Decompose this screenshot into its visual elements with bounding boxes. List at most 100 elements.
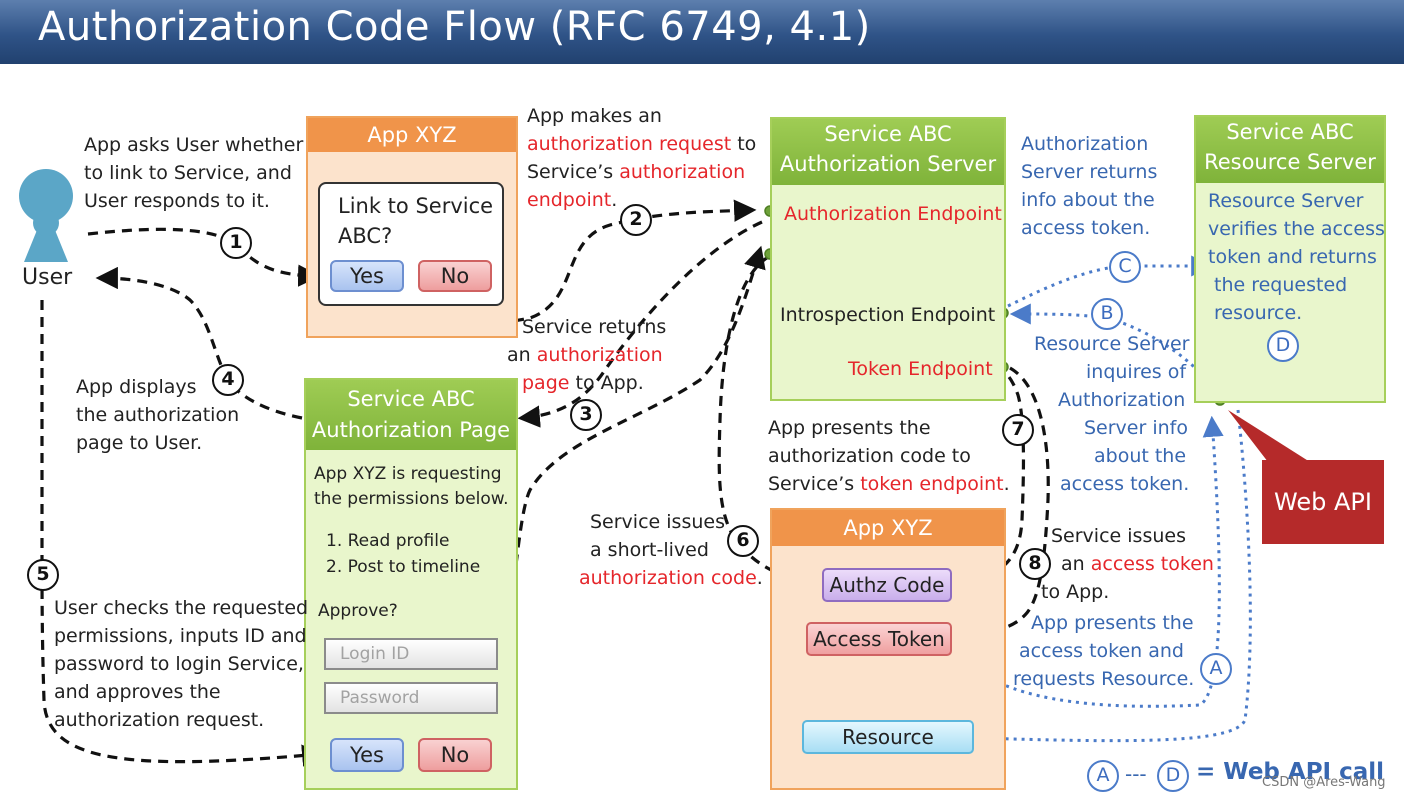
step5-text-5: authorization request. xyxy=(54,709,265,731)
auth-page-request-1: App XYZ is requesting xyxy=(314,464,502,484)
step-5-badge: 5 xyxy=(27,559,59,591)
arrow-step-1 xyxy=(87,227,321,287)
legend-text: = Web API call xyxy=(1196,759,1385,785)
arrow-step-a xyxy=(958,415,1224,708)
page-title: Authorization Code Flow (RFC 6749, 4.1) xyxy=(38,4,871,50)
authorization-page-header: Service ABC Authorization Page xyxy=(306,380,516,450)
legend-d-badge: D xyxy=(1157,760,1189,792)
step6-text-3: authorization code. xyxy=(579,564,763,592)
resource-item: Resource xyxy=(802,720,974,754)
user-icon xyxy=(19,169,73,262)
c-note-1: Authorization xyxy=(1021,133,1149,155)
step3-text-1: Service returns xyxy=(522,316,667,338)
authz-code-item: Authz Code xyxy=(822,568,952,602)
authorization-server-header-2: Authorization Server xyxy=(779,152,997,176)
title-bar: Authorization Code Flow (RFC 6749, 4.1) xyxy=(0,0,1404,64)
step-4-badge: 4 xyxy=(212,364,244,396)
step2-text-4-red: endpoint xyxy=(527,189,612,211)
arrow-step-5 xyxy=(40,300,325,767)
c-note-2: Server returns xyxy=(1021,161,1158,183)
step-b-badge: B xyxy=(1091,298,1123,330)
step2-text-1: App makes an xyxy=(527,105,662,127)
b-note-3: Authorization xyxy=(1058,389,1186,411)
step3-text-3: page to App. xyxy=(522,369,644,397)
app-xyz-panel: App XYZ Authz Code Access Token Resource xyxy=(770,508,1006,790)
link-question-2: ABC? xyxy=(338,224,393,248)
step2-text-3: Service’s authorization xyxy=(527,158,745,186)
step-3-badge: 3 xyxy=(570,399,602,431)
b-note-4: Server info xyxy=(1084,417,1188,439)
step8-text-1: Service issues xyxy=(1051,525,1186,547)
step8-text-2-black: an xyxy=(1061,553,1091,575)
watermark: CSDN @Ares-Wang xyxy=(1262,775,1386,790)
step-d-badge: D xyxy=(1267,330,1299,362)
a-note-3: requests Resource. xyxy=(1013,668,1195,690)
step6-text-3-red: authorization code xyxy=(579,567,757,589)
b-note-6: access token. xyxy=(1060,473,1190,495)
step2-text-3-black: Service’s xyxy=(527,161,620,183)
authorization-page-panel: Service ABC Authorization Page App XYZ i… xyxy=(304,378,518,790)
authorization-server-panel: Service ABC Authorization Server Authori… xyxy=(770,117,1006,401)
user-label: User xyxy=(22,265,73,290)
authorization-server-header-1: Service ABC xyxy=(824,122,952,146)
step5-text-4: and approves the xyxy=(54,681,221,703)
step8-text-3: to App. xyxy=(1041,581,1110,603)
step4-text-1: App displays xyxy=(76,376,197,398)
a-note-1: App presents the xyxy=(1031,612,1194,634)
step4-text-3: page to User. xyxy=(76,432,203,454)
step-8-badge: 8 xyxy=(1019,548,1051,580)
authorization-server-header: Service ABC Authorization Server xyxy=(772,119,1004,185)
step-7-badge: 7 xyxy=(1002,414,1034,446)
arrow-step-6 xyxy=(717,254,823,593)
approve-no-button[interactable]: No xyxy=(418,738,492,772)
app-xyz-dialog-header: App XYZ xyxy=(308,118,516,152)
arrow-step-8 xyxy=(973,366,1050,642)
step4-text-2: the authorization xyxy=(76,404,240,426)
legend-a-badge: A xyxy=(1087,760,1119,792)
user-desc-2: to link to Service, and xyxy=(84,162,292,184)
step3-text-2: an authorization xyxy=(507,341,663,369)
b-note-1: Resource Server xyxy=(1034,333,1190,355)
step2-text-2-black: to xyxy=(731,133,757,155)
resource-server-header-2: Resource Server xyxy=(1204,150,1376,174)
b-note-5: about the xyxy=(1094,445,1187,467)
c-note-3: info about the xyxy=(1021,189,1155,211)
step8-text-2-red: access token xyxy=(1090,553,1214,575)
step6-text-3-black: . xyxy=(756,567,763,589)
token-endpoint-label: Token Endpoint xyxy=(848,358,993,380)
password-field[interactable]: Password xyxy=(324,682,498,714)
resource-server-header-1: Service ABC xyxy=(1226,120,1354,144)
app-xyz-dialog-panel: App XYZ Link to Service ABC? Yes No xyxy=(306,116,518,338)
step5-text-1: User checks the requested xyxy=(54,597,309,619)
arrow-step-7 xyxy=(954,368,1026,582)
step-1-badge: 1 xyxy=(220,227,252,259)
user-desc-3: User responds to it. xyxy=(84,190,270,212)
login-id-field[interactable]: Login ID xyxy=(324,638,498,670)
b-note-2: inquires of xyxy=(1086,361,1187,383)
step8-text-2: an access token xyxy=(1061,550,1214,578)
user-desc-1: App asks User whether xyxy=(84,134,304,156)
auth-page-request-2: the permissions below. xyxy=(314,489,509,509)
arrow-resource xyxy=(971,409,1252,749)
step2-text-4: endpoint. xyxy=(527,186,617,214)
step3-text-3-black: to App. xyxy=(569,372,644,394)
authorization-endpoint-label: Authorization Endpoint xyxy=(784,203,1002,225)
c-note-4: access token. xyxy=(1021,217,1151,239)
access-token-item: Access Token xyxy=(806,622,952,656)
step2-text-2: authorization request to xyxy=(527,130,756,158)
step7-text-1: App presents the xyxy=(768,417,931,439)
approve-yes-button[interactable]: Yes xyxy=(330,738,404,772)
arrow-step-3 xyxy=(517,220,763,428)
step7-text-3-end: . xyxy=(1003,473,1010,495)
link-dialog: Link to Service ABC? Yes No xyxy=(318,182,504,306)
resource-server-desc-4: the requested xyxy=(1214,274,1348,296)
link-no-button[interactable]: No xyxy=(418,260,492,292)
step-a-badge: A xyxy=(1200,653,1232,685)
authorization-page-header-2: Authorization Page xyxy=(311,418,511,442)
link-question-1: Link to Service xyxy=(338,194,494,218)
step-c-badge: C xyxy=(1109,251,1141,283)
link-yes-button[interactable]: Yes xyxy=(330,260,404,292)
permission-item-1: 1. Read profile xyxy=(326,531,450,551)
step7-text-2: authorization code to xyxy=(768,445,971,467)
step2-text-2-red: authorization request xyxy=(527,133,732,155)
